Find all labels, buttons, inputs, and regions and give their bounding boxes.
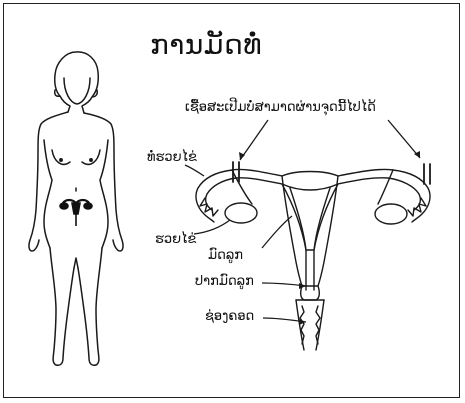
figure-breasts <box>52 150 100 164</box>
label-cervix: ປາກມົດລູກ <box>195 274 254 289</box>
label-vagina: ຊ່ອງຄອດ <box>205 309 254 324</box>
tube-tie-right <box>424 164 430 184</box>
figure-face <box>64 78 90 104</box>
uterus-top <box>282 172 338 177</box>
figure-right-arm <box>84 113 123 251</box>
label-ovary: ຮວຍໄຂ່ <box>155 232 196 247</box>
label-uterus: ມົດລູກ <box>208 248 243 263</box>
figure-left-leg <box>50 248 74 365</box>
figure-left-arm <box>29 112 68 251</box>
label-fallopian-tube: ທໍ່ຮວຍໄຂ່ <box>147 150 197 165</box>
right-ovary <box>375 204 407 224</box>
uterus-location-icon <box>60 200 92 226</box>
uterus-outer <box>282 176 338 286</box>
vagina <box>296 300 324 350</box>
figure-torso-right <box>100 140 108 248</box>
arrow-heads <box>239 151 420 325</box>
figure-right-leg <box>78 248 102 365</box>
label-sperm-cannot-pass: ເຊື້ອສະເປີມບໍ່ສາມາດຜ່ານຈຸດນີ້ໄປໄດ້ <box>185 100 376 115</box>
leader-lines <box>185 120 420 322</box>
cervix <box>301 286 320 300</box>
figure-torso-left <box>44 140 52 248</box>
